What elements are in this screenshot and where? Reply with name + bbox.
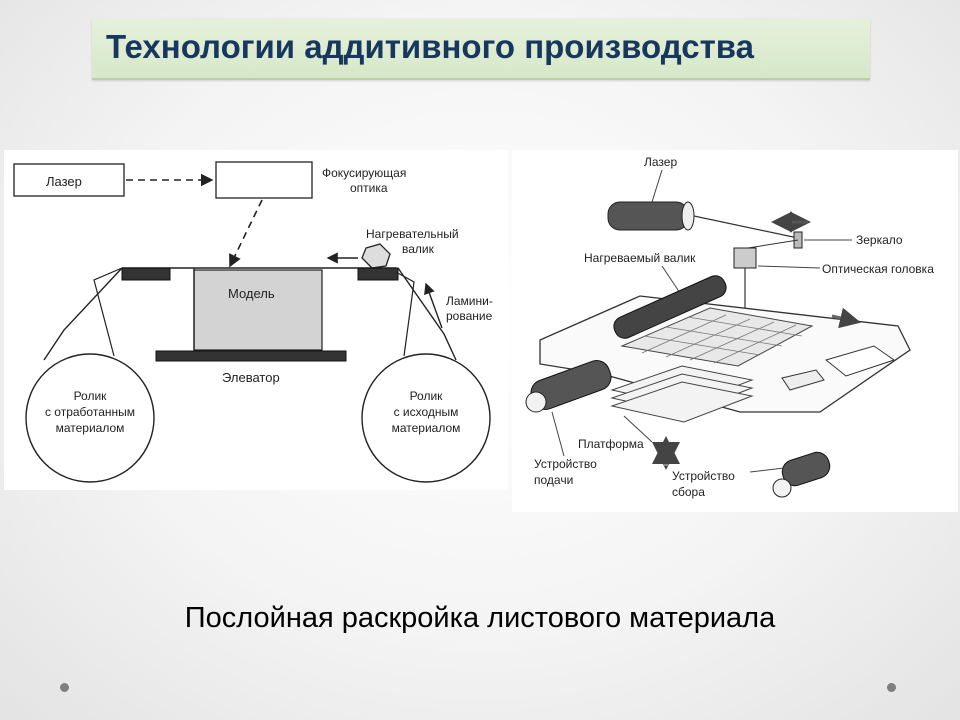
- collect-device-leader: [749, 467, 785, 473]
- model-block: [193, 269, 323, 351]
- collect-device-label-1: Устройство: [672, 469, 735, 483]
- platform-label: Платформа: [578, 437, 644, 451]
- source-material-roller: [361, 353, 491, 483]
- platform-leader: [623, 415, 653, 443]
- material-path-right-inner: [395, 271, 415, 357]
- focusing-optics-label-1: Фокусирующая: [322, 166, 406, 180]
- lamination-arrow: [424, 282, 443, 329]
- lom-machine-svg: Лазер Зеркало Оптическая головка Нагрева…: [525, 155, 934, 499]
- spent-roller-label-3: материалом: [56, 421, 125, 435]
- layered-platform: [610, 365, 754, 423]
- head-beam: [747, 239, 799, 249]
- title-bar: Технологии аддитивного производства: [92, 18, 870, 80]
- focused-beam-arrow: [229, 199, 263, 268]
- model-label: Модель: [228, 286, 275, 301]
- focusing-optics-label-2: оптика: [350, 181, 388, 195]
- feed-device-label-2: подачи: [534, 473, 573, 487]
- heated-roller: [613, 275, 727, 339]
- frame-motion-arrow: [831, 307, 861, 329]
- material-path-left: [43, 267, 123, 361]
- frame-slot: [824, 345, 896, 377]
- sheet-clamp-left: [121, 267, 171, 281]
- collect-roller-end: [772, 478, 792, 498]
- sheet-clamp-right: [357, 267, 399, 281]
- laser-tube-end: [681, 201, 695, 231]
- elevator-platform: [155, 350, 347, 362]
- optical-head: [733, 247, 757, 269]
- lom-schematic-svg: Лазер Фокусирующая оптика Нагревательный…: [13, 161, 493, 483]
- material-path-left-inner: [93, 267, 123, 357]
- slide-dot-right: [887, 683, 896, 692]
- spent-material-roller: [25, 353, 155, 483]
- source-roller-label-1: Ролик: [410, 389, 444, 403]
- heating-roller: [361, 243, 391, 269]
- source-roller-label-3: материалом: [392, 421, 461, 435]
- laser-beam: [693, 215, 799, 239]
- lom-machine-diagram: Лазер Зеркало Оптическая головка Нагрева…: [512, 150, 958, 512]
- machine-laser-label: Лазер: [644, 155, 677, 169]
- laser-label-leader: [651, 169, 663, 203]
- heating-roller-label-2: валик: [402, 242, 435, 256]
- elevator-label: Элеватор: [222, 370, 280, 385]
- optical-head-leader: [757, 265, 821, 269]
- heating-roller-label-1: Нагревательный: [366, 227, 459, 241]
- heated-roller-label: Нагреваемый валик: [584, 251, 696, 265]
- laser-label: Лазер: [46, 174, 82, 189]
- laser-tube: [607, 201, 689, 231]
- slide-dot-left: [60, 683, 69, 692]
- laser-box: [13, 163, 125, 197]
- grid-lines: [641, 314, 803, 364]
- spent-roller-label-2: с отработанным: [45, 405, 135, 419]
- collect-roller: [781, 451, 831, 487]
- slide-title: Технологии аддитивного производства: [106, 28, 754, 65]
- source-roller-label-2: с исходным: [394, 405, 459, 419]
- cutting-grid: [620, 307, 814, 367]
- feed-device-label-1: Устройство: [534, 457, 597, 471]
- focusing-optics-box: [215, 161, 313, 199]
- lamination-label-2: рование: [446, 309, 493, 323]
- collect-device-label-2: сбора: [672, 485, 705, 499]
- mirror-label: Зеркало: [856, 233, 903, 247]
- slide-caption: Послойная раскройка листового материала: [184, 602, 776, 634]
- lamination-label-1: Ламини-: [446, 294, 493, 308]
- lom-schematic-diagram: Лазер Фокусирующая оптика Нагревательный…: [4, 150, 508, 490]
- feed-device-leader: [551, 411, 565, 457]
- sheet-feed: [781, 369, 825, 391]
- feed-roller-end: [525, 391, 547, 413]
- optical-head-label: Оптическая головка: [822, 262, 934, 276]
- spent-roller-label-1: Ролик: [74, 389, 108, 403]
